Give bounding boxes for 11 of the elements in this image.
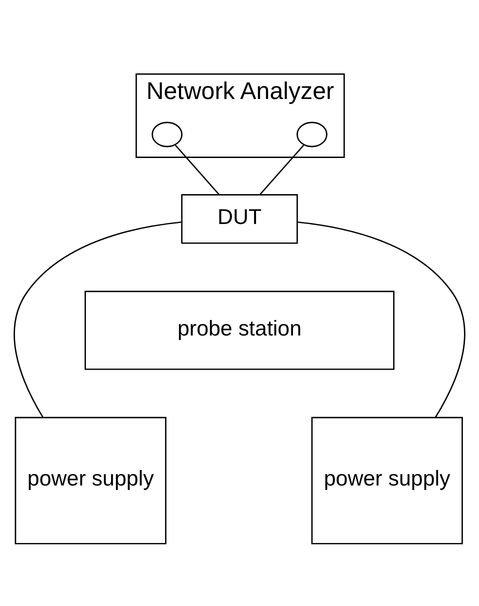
- node-box: power supply: [14, 416, 166, 544]
- connector: [174, 144, 220, 195]
- node-circle: [296, 121, 328, 147]
- connector: [14, 220, 182, 418]
- node-box: DUT: [181, 194, 298, 244]
- node-box: probe station: [84, 290, 394, 370]
- cluster: Network Analyzer: [136, 72, 345, 158]
- node-box: power supply: [311, 416, 463, 544]
- connector: [297, 220, 466, 418]
- node-circle: [152, 121, 182, 147]
- connector: [259, 144, 304, 195]
